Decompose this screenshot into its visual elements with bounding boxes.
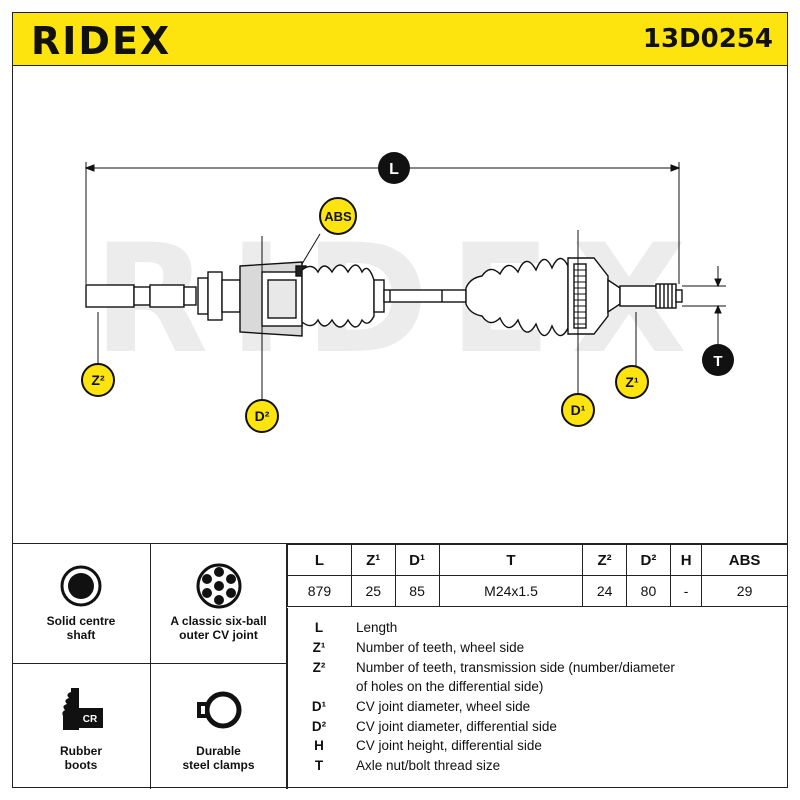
six-ball-joint-icon (196, 563, 242, 609)
feature-label-line1: A classic six-ball (170, 614, 267, 628)
svg-text:ABS: ABS (324, 209, 352, 224)
shaft-outline (85, 257, 683, 337)
legend: L Length Z¹ Number of teeth, wheel side … (287, 608, 789, 789)
spec-value: 879 (287, 575, 352, 607)
spec-header: D² (625, 544, 672, 576)
spec-table: L Z¹ D¹ T Z² D² H ABS 879 25 85 M24x1.5 … (287, 544, 788, 607)
callout-Z2: Z² (81, 363, 115, 397)
callout-D1: D¹ (561, 393, 595, 427)
callout-ABS: ABS (319, 197, 357, 235)
header-bar: RIDEX 13D0254 (12, 12, 788, 66)
legend-symbol: Z¹ (312, 640, 326, 655)
callout-L: L (378, 152, 410, 184)
svg-text:L: L (389, 161, 399, 178)
legend-symbol: Z² (312, 660, 326, 675)
legend-text: Length (356, 620, 398, 635)
content-frame (12, 66, 788, 788)
legend-text: of holes on the differential side) (356, 679, 544, 694)
feature-steel-clamps: Durable steel clamps (151, 664, 287, 789)
feature-label-line2: boots (64, 758, 98, 772)
spec-section: Solid centre shaft A classic six-ball ou… (12, 543, 788, 789)
legend-symbol: L (314, 620, 324, 635)
spec-header-row: L Z¹ D¹ T Z² D² H ABS (287, 544, 788, 576)
steel-clamp-icon (197, 691, 242, 729)
legend-symbol: D¹ (311, 699, 327, 714)
legend-symbol: T (314, 758, 324, 773)
spec-header: H (670, 544, 703, 576)
legend-text: Number of teeth, transmission side (numb… (356, 660, 675, 675)
legend-text: CV joint diameter, wheel side (356, 699, 531, 714)
part-number: 13D0254 (642, 24, 773, 54)
spec-header: L (287, 544, 352, 576)
spec-value: M24x1.5 (438, 575, 584, 607)
rubber-boot-icon: CR (62, 688, 103, 730)
spec-value-row: 879 25 85 M24x1.5 24 80 - 29 (287, 575, 788, 607)
callout-D2: D² (245, 399, 279, 433)
legend-text: CV joint diameter, differential side (356, 719, 557, 734)
spec-value: 24 (582, 575, 627, 607)
feature-label-line2: shaft (66, 628, 96, 642)
feature-label-line1: Durable (196, 744, 241, 758)
brand-logo: RIDEX (31, 19, 172, 63)
spec-header: Z¹ (350, 544, 396, 576)
legend-text: CV joint height, differential side (356, 738, 542, 753)
spec-value: 25 (350, 575, 396, 607)
svg-text:D²: D² (255, 408, 270, 424)
callout-Z1: Z¹ (615, 365, 649, 399)
spec-header: ABS (701, 544, 788, 576)
feature-six-ball-joint: A classic six-ball outer CV joint (151, 544, 287, 664)
svg-text:Z¹: Z¹ (625, 374, 639, 390)
legend-text: Axle nut/bolt thread size (356, 758, 501, 773)
spec-value: 85 (394, 575, 440, 607)
feature-label-line1: Solid centre (46, 614, 116, 628)
feature-rubber-boots: CR Rubber boots (12, 664, 151, 789)
spec-value: 29 (701, 575, 788, 607)
drive-shaft-drawing: RIDEX (81, 152, 734, 433)
spec-value: - (670, 575, 703, 607)
legend-symbol: H (314, 738, 324, 753)
feature-label-line1: Rubber (60, 744, 102, 758)
spec-value: 80 (625, 575, 672, 607)
cr-badge: CR (83, 714, 98, 725)
svg-text:Z²: Z² (91, 372, 105, 388)
feature-solid-shaft: Solid centre shaft (12, 544, 151, 664)
solid-shaft-icon (60, 565, 102, 607)
svg-text:T: T (713, 353, 722, 370)
spec-header: Z² (582, 544, 627, 576)
svg-text:D¹: D¹ (571, 402, 586, 418)
feature-label-line2: steel clamps (182, 758, 255, 772)
legend-text: Number of teeth, wheel side (356, 640, 525, 655)
callout-T: T (702, 344, 734, 376)
feature-label-line2: outer CV joint (179, 628, 258, 642)
spec-header: T (438, 544, 584, 576)
spec-header: D¹ (394, 544, 440, 576)
legend-symbol: D² (311, 719, 327, 734)
